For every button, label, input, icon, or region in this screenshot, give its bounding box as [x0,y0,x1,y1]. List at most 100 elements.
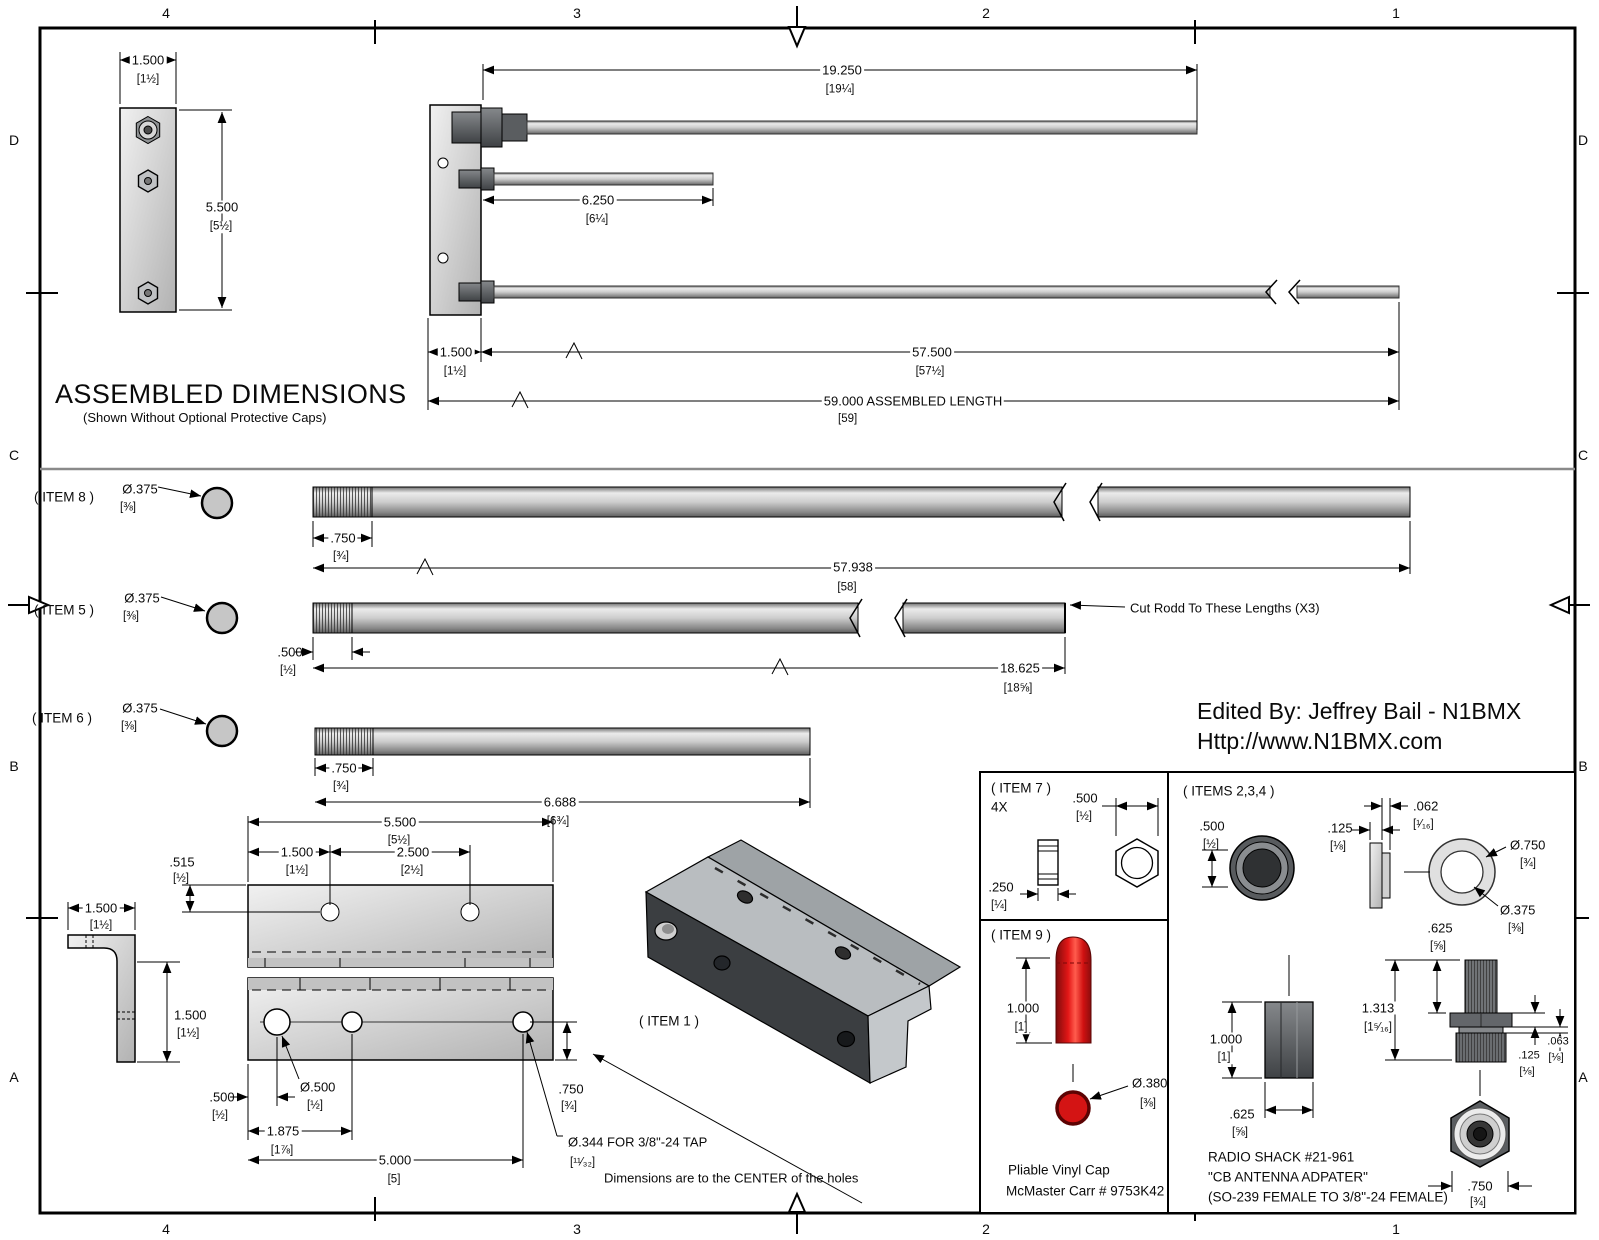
dim-adapter-len-value: 1.313 [1359,1000,1397,1016]
zone-col-4-bottom: 4 [162,1221,170,1237]
zone-col-3-top: 3 [573,5,581,21]
dim-plate-width-value: 5.500 [381,814,419,830]
zone-col-4-top: 4 [162,5,170,21]
assembled-view [119,104,1400,316]
dim-big-hole-value: Ø.500 [300,1079,336,1095]
item1-3d-view [644,839,962,1085]
dim-span-frac: [5] [387,1173,401,1186]
dim-top-offset-value: .515 [169,854,195,870]
item7-panel [979,771,1169,921]
dim-tap-frac: [¹¹⁄₃₂] [570,1156,596,1169]
dim-flange-thk-frac: [¹⁄₁₆] [1413,818,1434,831]
dim-nut-height-frac: [¼] [991,899,1007,912]
dim-cap-length-frac: [1] [1012,1021,1030,1034]
item7-label: ( ITEM 7 ) [991,780,1051,796]
dim-mid-rod-frac: [6¼] [585,213,609,226]
item5-row [160,596,1126,676]
item8-thread-value: .750 [328,530,358,546]
dim-angle-width-frac: [1½] [89,919,113,932]
dim-bottom-offset-value: .750 [558,1081,584,1097]
item9-label: ( ITEM 9 ) [991,927,1051,943]
dim-nut-width-value: .500 [1072,790,1098,806]
dim-cap-dia-frac: [⅜] [1140,1097,1156,1110]
item8-dia-frac: [⅜] [120,501,136,514]
zone-row-d-left: D [8,132,20,148]
dim-edge-offset-frac: [½] [212,1109,228,1122]
item6-thread-frac: [¾] [333,780,349,793]
dim-span-value: 5.000 [376,1152,414,1168]
dim-bracket-width-value: 1.500 [129,52,167,68]
item6-length-value: 6.688 [541,794,579,810]
item1-label: ( ITEM 1 ) [639,1013,699,1029]
dim-hex-thk-frac: [⅛] [1517,1065,1537,1078]
cut-rod-note: Cut Rodd To These Lengths (X3) [1130,600,1320,616]
dim-hole2-x-frac: [2½] [400,864,424,877]
dim-hole-spacing-frac: [1⅞] [270,1144,294,1157]
zone-col-2-top: 2 [982,5,990,21]
dim-tap-value: Ø.344 FOR 3/8"-24 TAP [568,1134,708,1150]
sheet-border [8,6,1590,1234]
items234-label: ( ITEMS 2,3,4 ) [1183,783,1275,799]
dim-total-length-value: 59.000 ASSEMBLED LENGTH [821,393,1005,409]
item5-label: ( ITEM 5 ) [34,602,94,618]
item5-length-frac: [18⅝] [1003,682,1033,695]
dim-whip-value: 19.250 [820,62,864,78]
zone-row-b-right: B [1578,758,1588,774]
credit-line1: Edited By: Jeffrey Bail - N1BMX [1197,698,1522,724]
item5-dia-value: Ø.375 [124,590,160,606]
dim-offset-value: 1.500 [437,344,475,360]
item8-length-frac: [58] [837,581,857,594]
dim-bracket-height-frac: [5½] [207,220,235,233]
dim-top-offset-frac: [½] [173,872,189,885]
dim-hole-spacing-value: 1.875 [264,1123,302,1139]
item8-length-value: 57.938 [831,559,875,575]
dim-cap-length-value: 1.000 [1004,1000,1042,1016]
dim-big-hole-frac: [½] [307,1099,323,1112]
dim-hex-width-frac: [¾] [1470,1196,1486,1209]
dim-nut-id-value: .500 [1199,818,1225,834]
dim-flange-thk-value: .062 [1413,798,1439,814]
zone-col-1-top: 1 [1392,5,1400,21]
zone-row-a-right: A [1578,1069,1588,1085]
item6-dia-frac: [⅜] [121,720,137,733]
item5-length-value: 18.625 [998,660,1042,676]
radio-shack-note3: (SO-239 FEMALE TO 3/8"-24 FEMALE) [1208,1189,1448,1205]
dim-angle-height-value: 1.500 [174,1007,207,1023]
item5-dia-frac: [⅜] [123,610,139,623]
item9-caption2: McMaster Carr # 9753K42 [1006,1183,1165,1199]
dim-long-rod-value: 57.500 [910,344,954,360]
radio-shack-note2: "CB ANTENNA ADPATER" [1208,1169,1368,1185]
dim-nut-id-frac: [½] [1203,838,1219,851]
zone-col-3-bottom: 3 [573,1221,581,1237]
dim-shoulder-thk-value: .063 [1545,1035,1571,1048]
dim-plate-width-frac: [5½] [385,834,413,847]
zone-row-d-right: D [1577,132,1589,148]
item7-qty: 4X [991,799,1008,815]
item8-thread-frac: [¾] [333,550,349,563]
assembled-dimensions [119,52,1400,410]
dim-shoulder-thk-frac: [⅛] [1546,1051,1566,1064]
dim-cap-dia-value: Ø.380 [1132,1075,1168,1091]
zone-row-b-left: B [9,758,19,774]
dim-hole2-x-value: 2.500 [394,844,432,860]
item6-label: ( ITEM 6 ) [32,710,92,726]
radio-shack-note1: RADIO SHACK #21-961 [1208,1149,1355,1165]
item6-length-frac: [6¾] [546,815,570,828]
item1-detail [67,884,554,1063]
dim-bottom-offset-frac: [¾] [561,1100,577,1113]
dim-adapter-len-frac: [1⁵⁄₁₆] [1362,1021,1394,1034]
zone-row-c-left: C [8,447,20,463]
item9-panel [979,919,1169,1214]
item6-row [159,708,811,808]
zone-col-1-bottom: 1 [1392,1221,1400,1237]
dim-stud-len-frac: [⅝] [1430,940,1446,953]
zone-row-a-left: A [9,1069,19,1085]
dim-hole1-x-frac: [1½] [285,864,309,877]
dim-coupling-len-frac: [1] [1215,1051,1233,1064]
item8-row [157,482,1411,576]
dim-bracket-height-value: 5.500 [203,199,241,215]
dim-washer-thk-frac: [⅛] [1330,840,1346,853]
center-note: Dimensions are to the CENTER of the hole… [604,1170,859,1186]
dim-whip-frac: [19¼] [825,83,855,96]
zone-col-2-bottom: 2 [982,1221,990,1237]
